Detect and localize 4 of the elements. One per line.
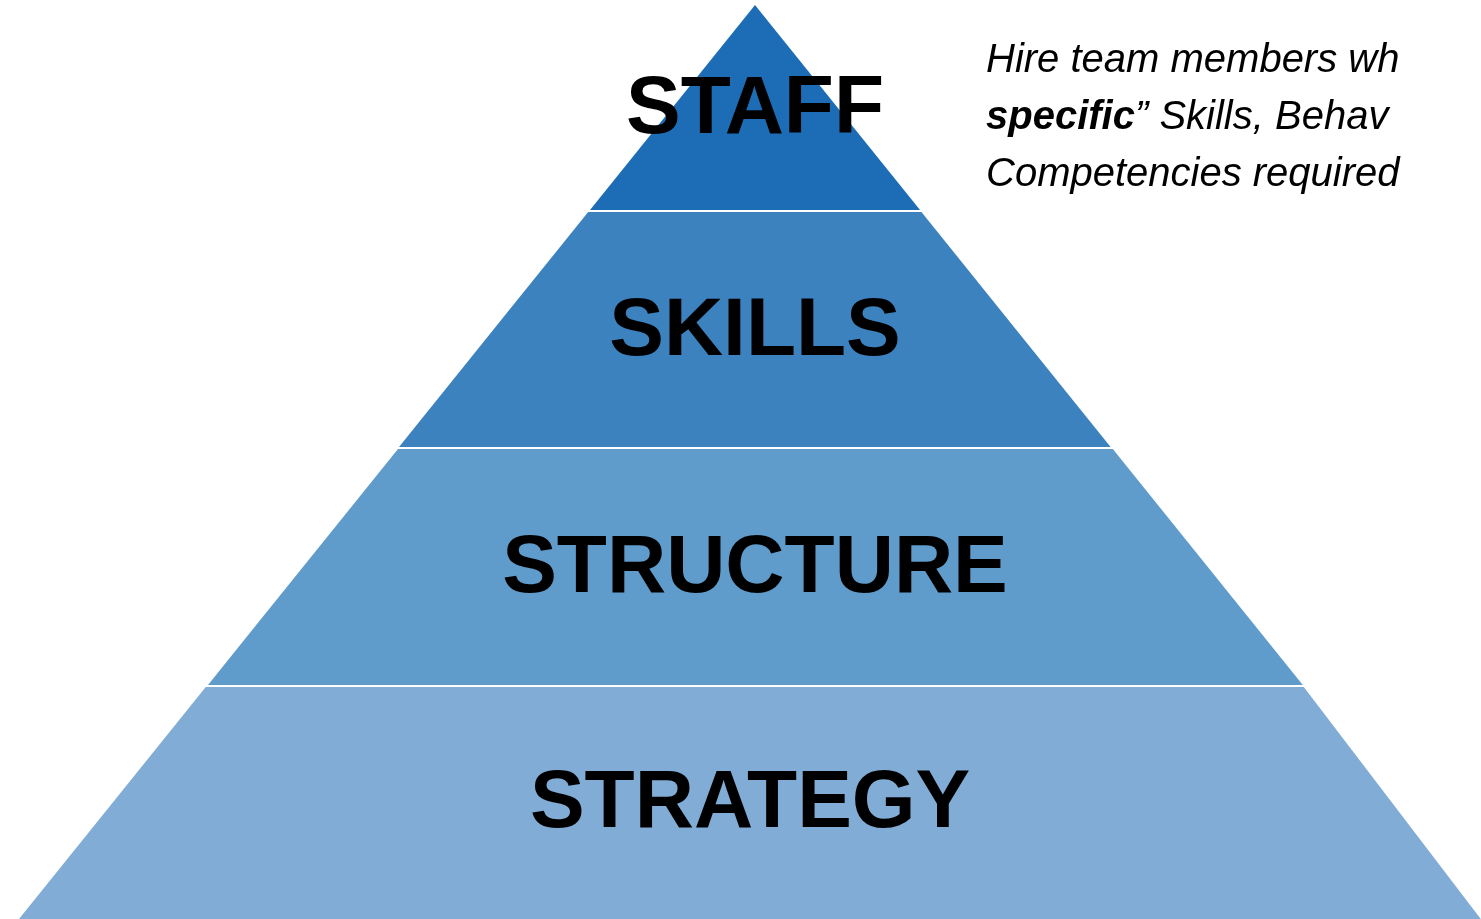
- layer-title: SKILLS: [608, 280, 902, 374]
- note-text: Hire team members wh specific” Skills, Behav Competencies required: [986, 35, 1402, 196]
- layer-title: STRUCTURE: [501, 517, 1009, 611]
- layer-title: STRATEGY: [528, 752, 972, 846]
